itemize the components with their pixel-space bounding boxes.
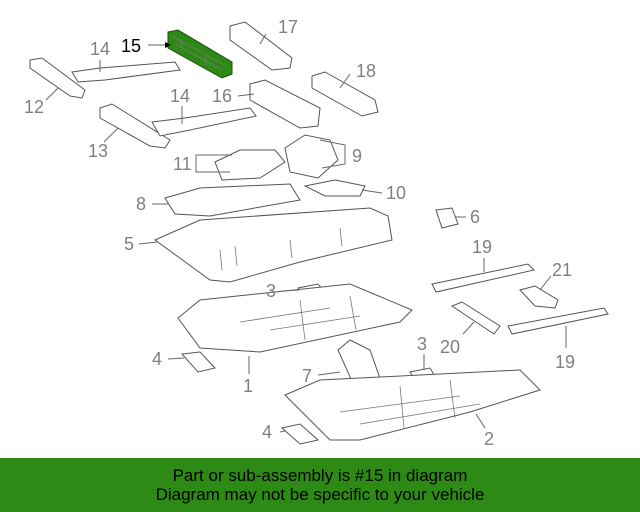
- part-16: [249, 79, 321, 129]
- part-2-detail: [339, 379, 481, 429]
- callout-15: 15: [121, 36, 141, 56]
- part-9: [284, 134, 339, 179]
- callout-4-lower: 4: [262, 422, 272, 442]
- callout-7: 7: [302, 366, 312, 386]
- callout-14-upper: 14: [90, 39, 110, 59]
- callout-8: 8: [136, 194, 146, 214]
- part-10: [303, 179, 366, 197]
- callout-18: 18: [356, 61, 376, 81]
- part-4-upper: [180, 351, 216, 373]
- callout-1: 1: [243, 376, 253, 396]
- callout-9: 9: [352, 146, 362, 166]
- callout-4-upper: 4: [152, 349, 162, 369]
- part-14-upper: [71, 61, 181, 83]
- part-20: [450, 301, 501, 335]
- callout-20: 20: [440, 337, 460, 357]
- callout-17: 17: [278, 17, 298, 37]
- part-21: [519, 285, 559, 309]
- callout-3-upper: 3: [266, 281, 276, 301]
- info-banner: Part or sub-assembly is #15 in diagram D…: [0, 458, 640, 512]
- part-1: [177, 283, 413, 353]
- part-14-lower: [151, 107, 257, 137]
- callout-10: 10: [386, 183, 406, 203]
- callout-21: 21: [552, 260, 572, 280]
- part-12: [29, 57, 86, 99]
- part-19-lower: [507, 307, 609, 335]
- part-18: [311, 71, 379, 117]
- leader-lines: [45, 33, 567, 433]
- part-1-detail: [239, 295, 361, 341]
- part-4-lower: [280, 423, 320, 445]
- banner-line-2: Diagram may not be specific to your vehi…: [155, 485, 485, 504]
- callout-14-lower: 14: [170, 86, 190, 106]
- callout-5: 5: [124, 234, 134, 254]
- part-5: [154, 207, 393, 283]
- part-19-upper: [431, 263, 535, 293]
- part-6: [435, 207, 459, 229]
- part-8: [164, 183, 301, 217]
- callout-2: 2: [484, 429, 494, 449]
- parts-diagram: 15 14 12 13 14 17 16 18 11 9 10 8 6 5 3 …: [24, 17, 609, 449]
- callout-11: 11: [173, 154, 192, 174]
- callout-12: 12: [24, 97, 44, 117]
- part-5-detail: [219, 227, 343, 271]
- callout-3-lower: 3: [417, 334, 427, 354]
- callout-19-upper: 19: [472, 237, 492, 257]
- part-13: [99, 103, 171, 149]
- banner-line-1: Part or sub-assembly is #15 in diagram: [172, 466, 468, 485]
- callout-13: 13: [88, 141, 108, 161]
- callout-19-lower: 19: [555, 352, 575, 372]
- callout-6: 6: [470, 207, 480, 227]
- part-11: [214, 149, 286, 181]
- part-2: [284, 369, 541, 441]
- part-15-highlighted[interactable]: [167, 29, 233, 79]
- callout-16: 16: [212, 86, 232, 106]
- part-17: [229, 21, 293, 71]
